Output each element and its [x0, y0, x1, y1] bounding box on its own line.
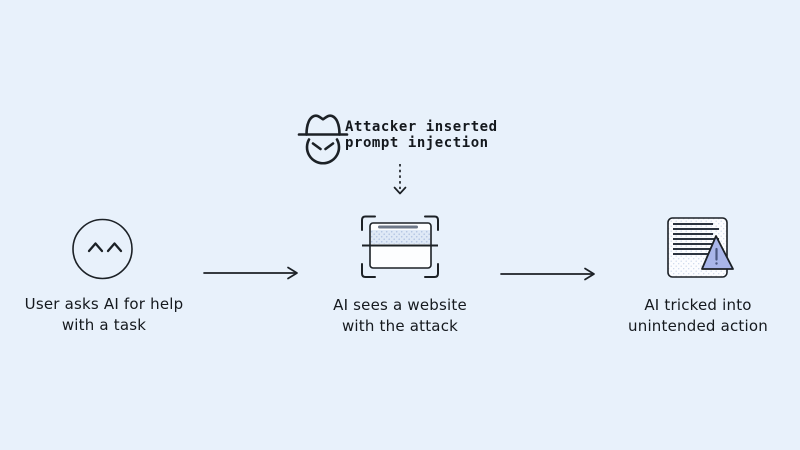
step-label-line2: unintended action: [628, 316, 768, 335]
attacker-label-line1: Attacker inserted: [345, 119, 498, 135]
step-label-website: AI sees a website with the attack: [290, 295, 510, 336]
step-label-line2: with a task: [61, 315, 147, 334]
step-label-tricked: AI tricked into unintended action: [588, 295, 800, 336]
document-text-lines: [673, 222, 719, 256]
url-bar: [378, 225, 418, 229]
flow-arrow-icon: [203, 266, 298, 280]
left-eye: [87, 242, 104, 253]
website-scan-icon: [361, 215, 439, 278]
step-label-line1: User asks AI for help: [24, 295, 184, 313]
right-eye: [106, 242, 123, 253]
spy-hat-face-icon: [297, 114, 349, 165]
attacker-label-line2: prompt injection: [345, 134, 489, 151]
step-label-line1: AI tricked into: [644, 296, 752, 314]
left-eye: [311, 142, 322, 151]
smiling-user-icon: [72, 218, 133, 280]
dotted-arrow-icon: [393, 164, 407, 195]
face-circle: [72, 218, 133, 280]
step-label-user: User asks AI for help with a task: [0, 294, 214, 335]
step-label-line2: with the attack: [341, 316, 459, 335]
face-outline: [305, 138, 341, 165]
attacker-label: Attacker inserted prompt injection: [345, 119, 498, 151]
scan-brackets: [361, 215, 439, 278]
document-warning-icon: [667, 217, 734, 278]
step-label-line1: AI sees a website: [333, 296, 467, 314]
right-eye: [324, 142, 335, 151]
hat-crown: [305, 114, 341, 136]
flow-arrow-icon: [500, 267, 595, 281]
